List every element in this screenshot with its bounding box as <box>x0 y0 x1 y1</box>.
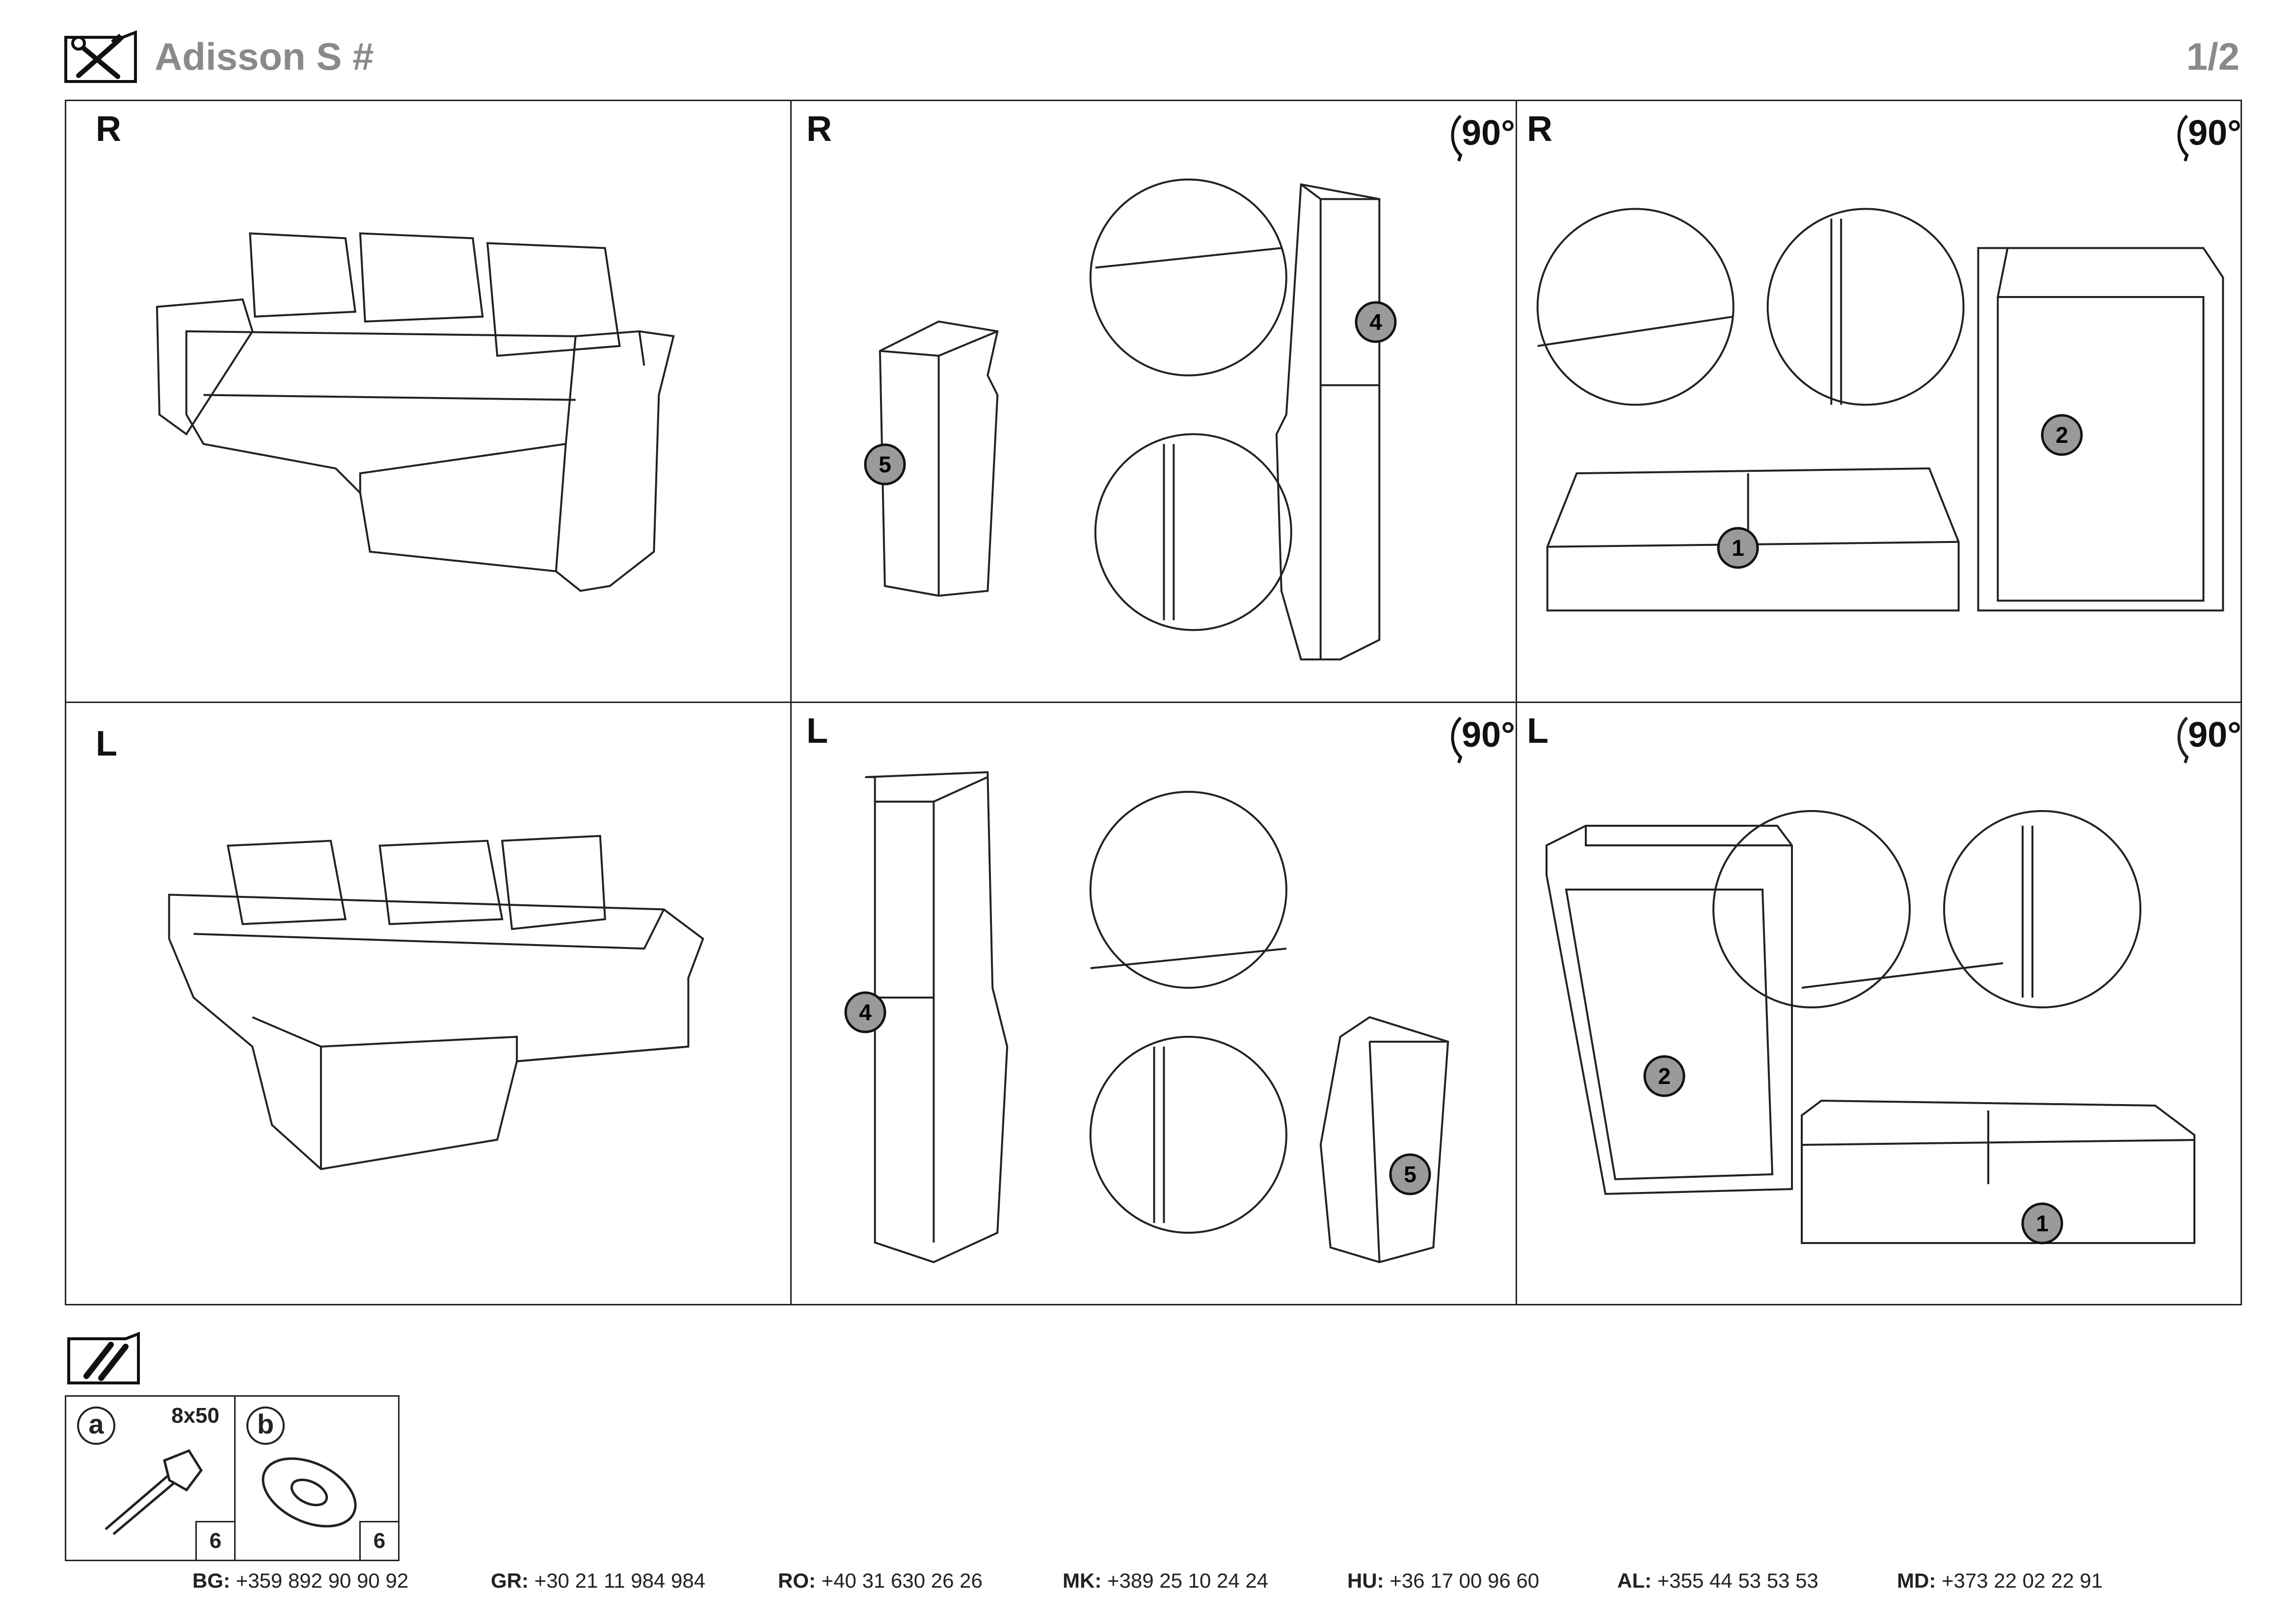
contact-md: MD: +373 22 02 22 91 <box>1897 1569 2103 1592</box>
svg-text:4: 4 <box>859 1000 872 1025</box>
page-number: 1/2 <box>2186 35 2240 78</box>
svg-text:1: 1 <box>2036 1211 2049 1236</box>
parts-4-5-illustration <box>879 178 1381 661</box>
panel-left-parts-4-5: L 90° 4 5 <box>792 703 1517 1304</box>
part-letter: b <box>246 1407 285 1445</box>
svg-text:5: 5 <box>1404 1162 1416 1187</box>
contact-bg: BG: +359 892 90 90 92 <box>192 1569 409 1592</box>
part-number-5: 5 <box>1389 1153 1431 1195</box>
part-number-4: 4 <box>844 991 886 1033</box>
part-number-4: 4 <box>1355 301 1397 343</box>
corner-sofa-left-illustration <box>168 835 704 1170</box>
part-number-1: 1 <box>2021 1202 2063 1245</box>
parts-2-1-illustration <box>1546 810 2195 1244</box>
panel-right-parts-1-2: R 90° 2 1 <box>1517 101 2242 703</box>
part-letter: a <box>77 1407 115 1445</box>
part-number-2: 2 <box>2041 414 2083 456</box>
contact-al: AL: +355 44 53 53 53 <box>1617 1569 1818 1592</box>
rotate-icon: 90° <box>1447 708 1516 767</box>
side-label: R <box>806 109 832 149</box>
part-size: 8x50 <box>171 1404 219 1428</box>
part-number-5: 5 <box>864 443 906 486</box>
panel-left-parts-1-2: L 90° 2 1 <box>1517 703 2242 1304</box>
tools-icon <box>64 30 137 83</box>
contact-ro: RO: +40 31 630 26 26 <box>778 1569 983 1592</box>
contact-gr: GR: +30 21 11 984 984 <box>491 1569 706 1592</box>
rotate-icon: 90° <box>1447 106 1516 165</box>
svg-text:5: 5 <box>879 452 891 477</box>
bolt-icon <box>105 1449 203 1535</box>
part-a-bolt: a 8x50 6 <box>66 1397 236 1560</box>
hardware-icon <box>67 1332 140 1384</box>
contact-mk: MK: +389 25 10 24 24 <box>1063 1569 1269 1592</box>
part-number-1: 1 <box>1717 527 1759 569</box>
side-label: L <box>806 711 828 751</box>
parts-1-2-illustration <box>1536 208 2224 612</box>
contact-hu: HU: +36 17 00 96 60 <box>1347 1569 1540 1592</box>
document-title: Adisson S # <box>155 35 374 78</box>
rotate-icon: 90° <box>2173 708 2242 767</box>
corner-sofa-right-illustration <box>156 232 675 592</box>
part-number-2: 2 <box>1643 1055 1685 1097</box>
panel-right-parts-4-5: R 90° 5 4 <box>792 101 1517 703</box>
washer-icon <box>262 1457 357 1528</box>
side-label: R <box>1527 109 1552 149</box>
side-label: L <box>96 724 117 763</box>
panel-left-sofa: L <box>66 703 792 1304</box>
svg-text:2: 2 <box>1658 1063 1671 1089</box>
part-quantity: 6 <box>195 1521 234 1560</box>
side-label: L <box>1527 711 1548 751</box>
svg-text:2: 2 <box>2056 422 2068 448</box>
part-b-washer: b 6 <box>236 1397 398 1560</box>
side-label: R <box>96 109 121 149</box>
panel-right-sofa: R <box>66 101 792 703</box>
svg-text:4: 4 <box>1369 309 1382 335</box>
assembly-grid: R R 90° <box>65 100 2242 1305</box>
parts-4-5-illustration <box>865 771 1449 1264</box>
rotate-icon: 90° <box>2173 106 2242 165</box>
svg-text:1: 1 <box>1732 535 1744 561</box>
contact-numbers: BG: +359 892 90 90 92 GR: +30 21 11 984 … <box>0 1569 2296 1598</box>
part-quantity: 6 <box>359 1521 398 1560</box>
hardware-list: a 8x50 6 b 6 <box>65 1395 400 1561</box>
